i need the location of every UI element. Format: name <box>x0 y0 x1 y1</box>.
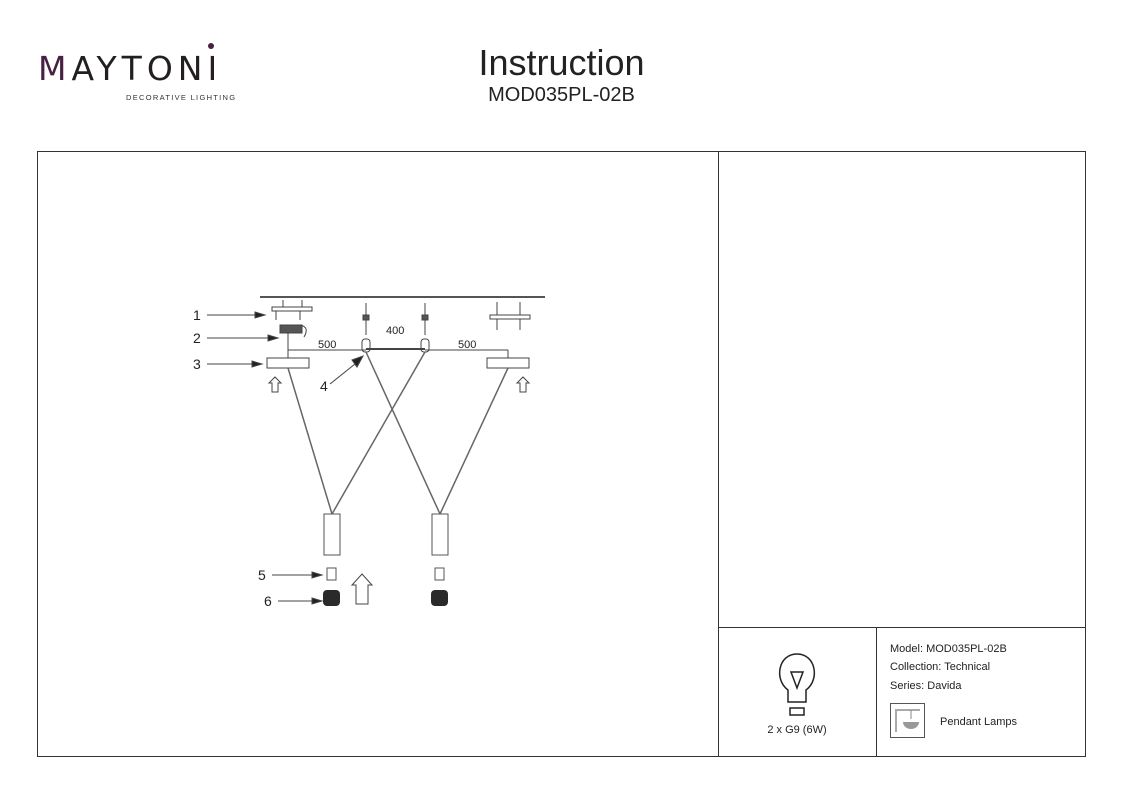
pulley-mounts <box>288 303 509 360</box>
canopy-left <box>266 357 310 369</box>
decorative-ring-left <box>323 590 340 606</box>
lamp-type: Pendant Lamps <box>940 716 1018 728</box>
callout-4: 4 <box>320 378 328 394</box>
callout-1: 1 <box>193 307 201 323</box>
canopy-right <box>486 357 530 369</box>
brand-tagline: DECORATIVE LIGHTING <box>126 93 237 102</box>
decorative-ring-right <box>431 590 448 606</box>
suspension-wires <box>287 351 509 515</box>
model-code: MOD035PL-02B <box>488 84 635 106</box>
mounting-bracket-left <box>271 300 313 358</box>
lamp-shade-left <box>323 513 341 556</box>
dimension-middle: 400 <box>386 325 404 337</box>
callout-lines <box>207 311 365 605</box>
series-info: Series: Davida <box>890 680 962 692</box>
callout-5: 5 <box>258 567 266 583</box>
lamp-shade-right <box>431 513 449 556</box>
callout-3: 3 <box>193 356 201 372</box>
collection-info: Collection: Technical <box>890 661 991 673</box>
callout-2: 2 <box>193 330 201 346</box>
model-info: Model: MOD035PL-02B <box>890 643 1007 655</box>
up-arrow-icon <box>515 376 531 393</box>
mounting-bracket-right <box>489 302 531 330</box>
frame <box>37 151 1086 757</box>
up-arrow-icon <box>350 573 374 605</box>
dimension-right: 500 <box>458 339 476 351</box>
up-arrow-icon <box>267 376 283 393</box>
callout-6: 6 <box>264 593 272 609</box>
bulb-spec: 2 x G9 (6W) <box>767 724 827 736</box>
g9-bulb-right <box>434 567 445 581</box>
pendant-lamp-icon <box>890 703 925 738</box>
bulb-icon <box>778 653 816 716</box>
brand-logo: MAYTONI <box>38 43 222 85</box>
page-title: Instruction <box>478 42 645 83</box>
dimension-left: 500 <box>318 339 336 351</box>
g9-bulb-left <box>326 567 337 581</box>
